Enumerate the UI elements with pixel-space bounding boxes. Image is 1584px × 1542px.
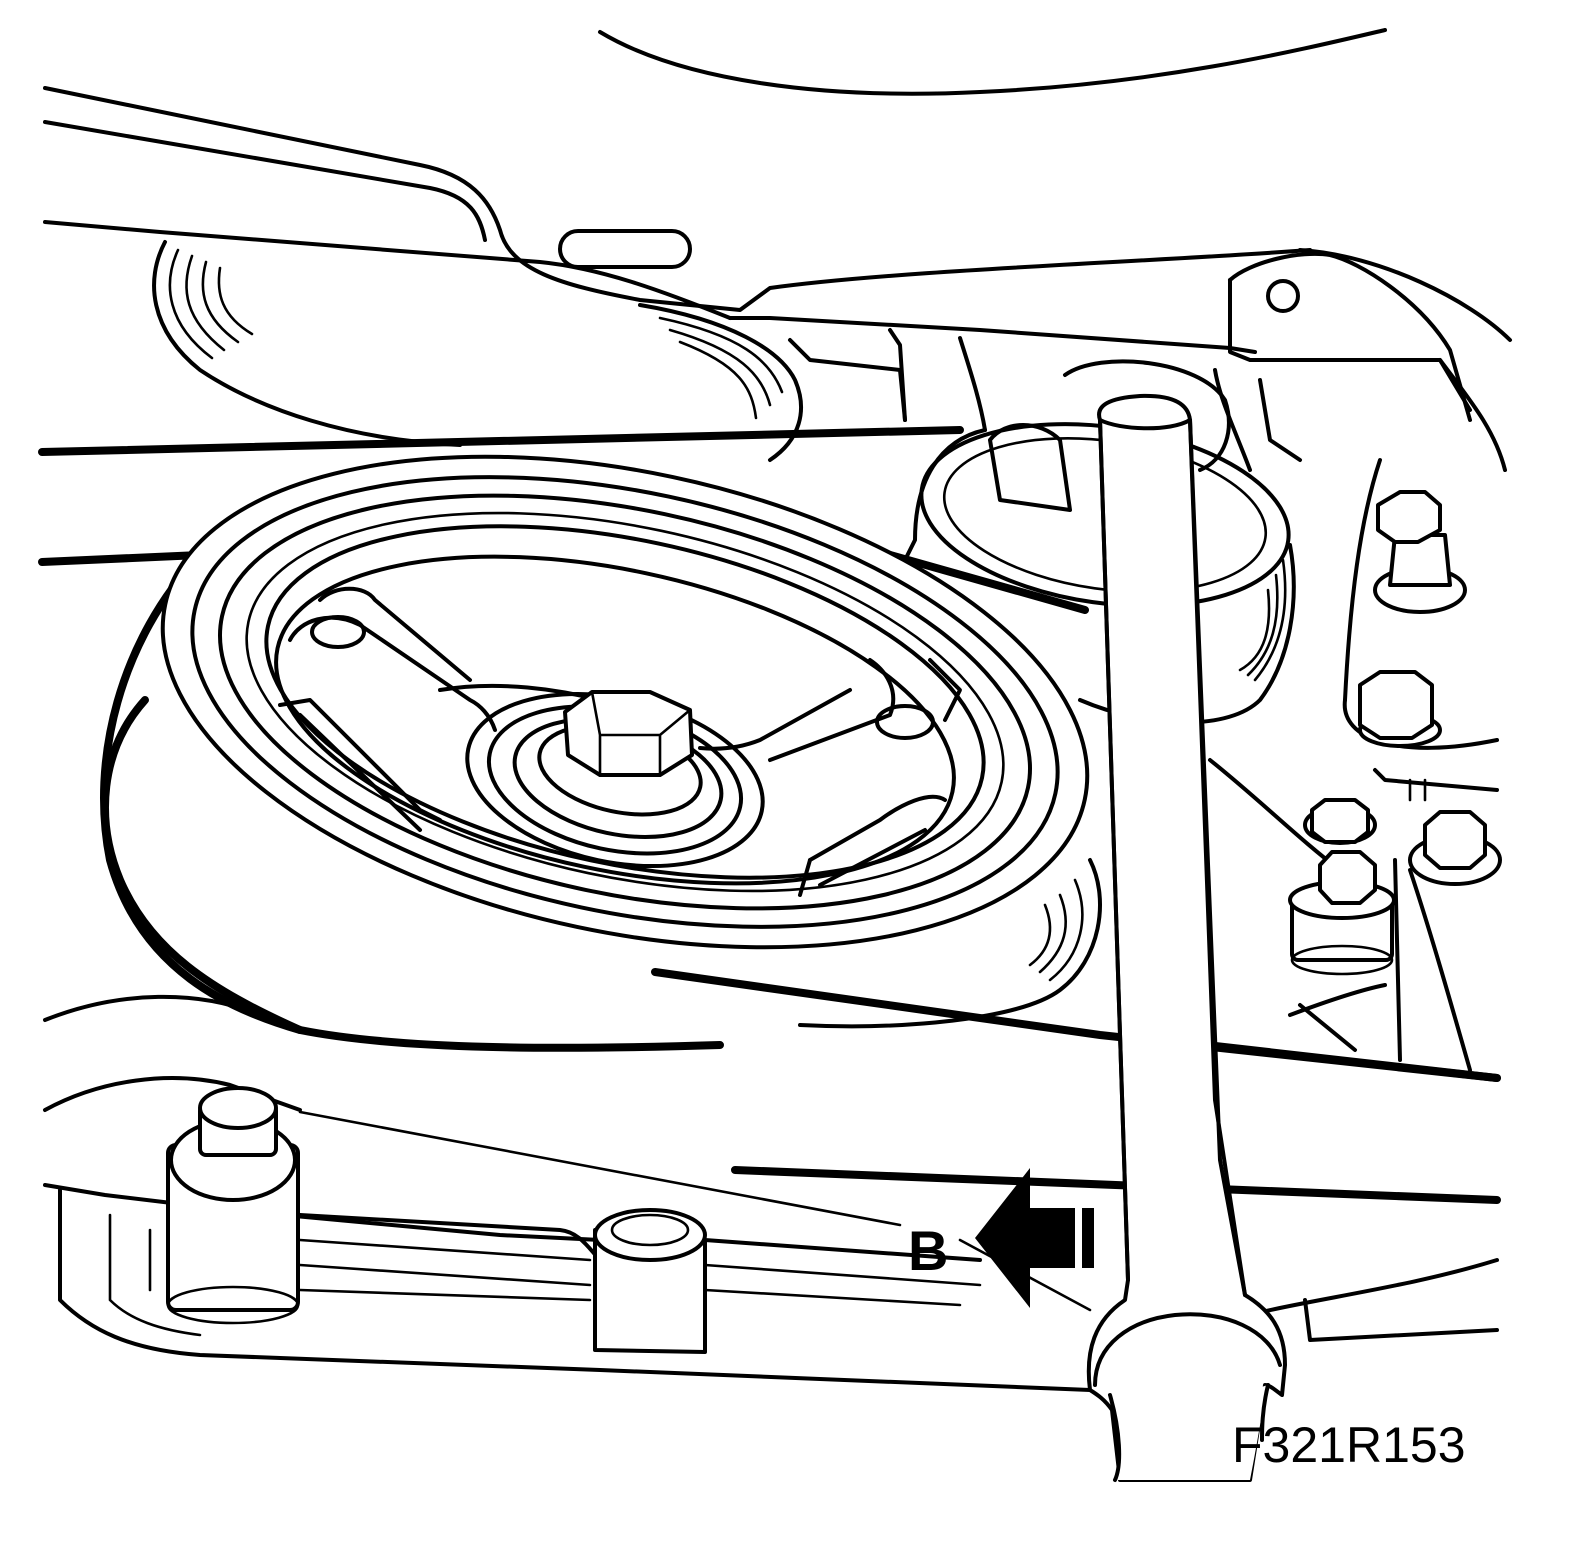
upper-left-pulley [152, 240, 803, 462]
engine-block-right [1208, 458, 1502, 1342]
hex-bolt [1373, 490, 1467, 614]
hex-bolt [1358, 670, 1442, 748]
tensioner-bracket [788, 328, 1302, 472]
hex-bolt [1408, 810, 1502, 886]
breaker-bar [1086, 393, 1287, 1482]
arrow-left-icon [975, 1168, 1094, 1308]
engine-block-lower [43, 994, 1092, 1392]
figure-id: F321R153 [1232, 1417, 1466, 1473]
callout-B: B [298, 1110, 1094, 1312]
drive-belt [38, 426, 1501, 1204]
callout-letter: B [908, 1219, 948, 1282]
hex-bolt [1303, 798, 1377, 845]
hex-bolt [1288, 850, 1396, 976]
engine-cover [43, 28, 1512, 472]
crankshaft-pulley [100, 454, 1102, 1052]
